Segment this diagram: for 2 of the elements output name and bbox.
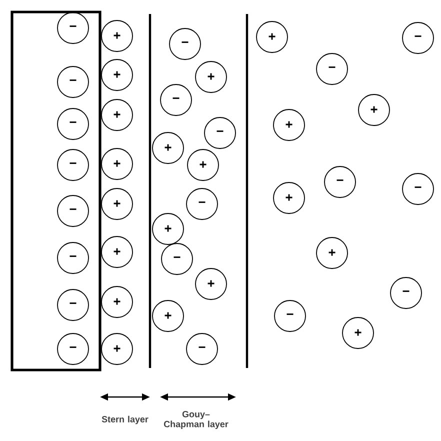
layer-label: Stern layer bbox=[102, 416, 148, 424]
layer-label: Gouy–Chapman layer bbox=[164, 410, 228, 430]
